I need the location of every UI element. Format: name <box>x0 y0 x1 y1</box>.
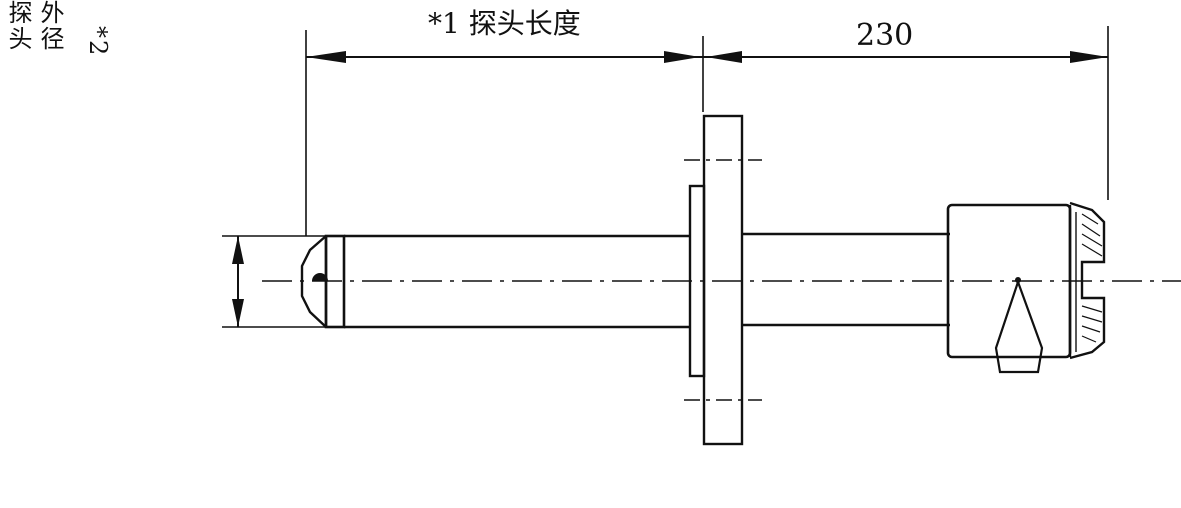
probe-od-line2: 外径 <box>36 0 64 52</box>
arrow-left-start <box>306 51 346 63</box>
rear-tube <box>742 232 950 327</box>
probe-shaft <box>344 234 690 329</box>
flange <box>684 114 762 446</box>
probe-od-line1: 探头 <box>4 0 32 52</box>
probe-od-note: *2 <box>84 26 112 58</box>
connector-head <box>946 201 1106 374</box>
diameter-dimension <box>222 235 336 328</box>
dimension-230-label: 230 <box>856 18 914 53</box>
probe-tip <box>300 234 346 329</box>
top-dimension <box>306 51 1108 63</box>
probe-length-label: *1 探头长度 <box>428 7 581 40</box>
arrow-right-start <box>706 51 742 63</box>
arrow-right-end <box>1070 51 1108 63</box>
extension-lines <box>305 26 1109 236</box>
probe-od-label: 探头 外径 *2 <box>0 0 120 100</box>
arrow-left-end <box>664 51 700 63</box>
